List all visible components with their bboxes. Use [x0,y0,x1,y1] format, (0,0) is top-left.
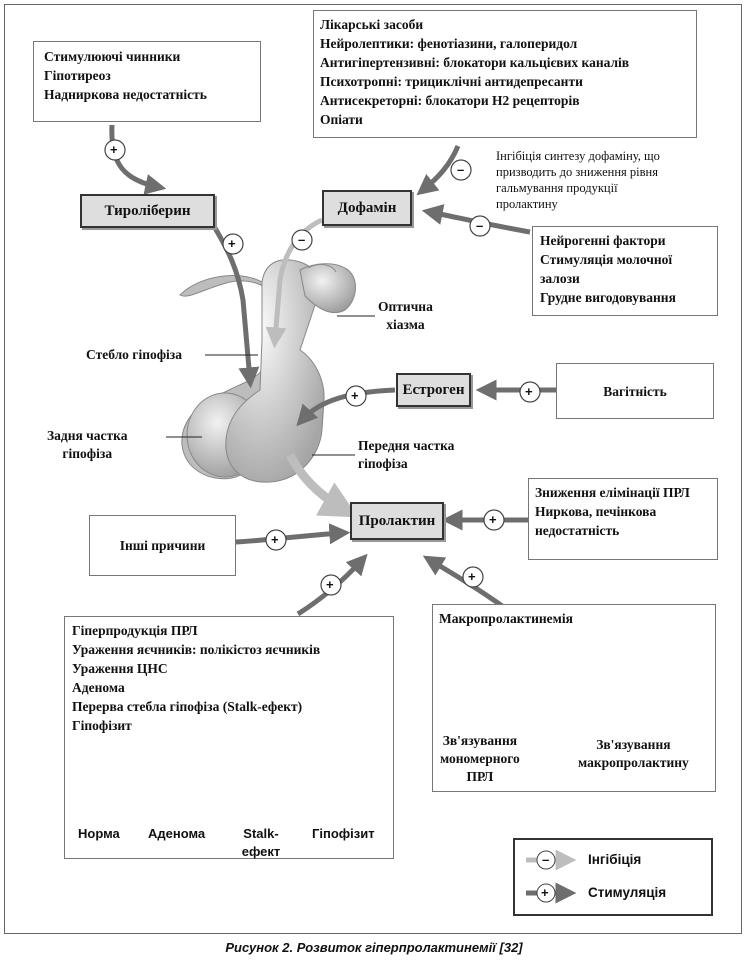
macroprolactinemia-box: Макропролактинемія [432,604,716,792]
trh-box: Тироліберин [80,194,215,228]
legend-box [513,838,713,916]
neuro-line-2: Стимуляція молочної [540,252,673,267]
pituitary-stalk-label: Стебло гіпофіза [86,347,182,362]
hyper-line-2: Ураження яєчників: полікістоз яєчників [72,642,321,657]
hyper-line-1: Гіперпродукція ПРЛ [72,623,198,638]
elimination-line-2: Ниркова, печінкова [535,504,657,519]
optic-chiasm-label: Оптична хіазма [378,298,433,334]
optic-line-2: хіазма [386,317,425,332]
hyper-line-4: Аденома [72,680,125,695]
anterior-line-1: Передня частка [358,438,455,453]
hyper-line-3: Ураження ЦНС [72,661,168,676]
anterior-line-2: гіпофіза [358,456,408,471]
anterior-lobe-label: Передня частка гіпофіза [358,437,454,473]
pregnancy-label: Вагітність [603,383,667,399]
note-line-1: Інгібіція синтезу дофаміну, що [496,149,660,163]
monomer-line-1: Зв'язування [442,733,518,748]
figure-caption: Рисунок 2. Розвиток гіперпролактинемії [… [225,940,523,955]
neuro-line-3: залози [540,271,580,286]
monomer-line-2: мономерного [440,751,520,766]
leader-lines [166,315,375,456]
minus-sign-dopamine: – [298,232,306,247]
note-line-4: пролактину [496,197,558,211]
pituitary-gland [179,259,356,483]
optic-line-1: Оптична [378,299,433,314]
macro-line-1: Зв'язування [596,737,671,752]
legend-minus-sign: – [542,852,550,867]
posterior-line-2: гіпофіза [62,446,113,461]
drugs-line-4: Психотропні: трициклічні антидепресанти [320,74,583,89]
legend-stimulation-label: Стимуляція [588,885,667,900]
adrenal-insufficiency-line: Надниркова недостатність [44,87,207,102]
other-causes-label: Інші причини [119,538,206,553]
drugs-line-2: Нейролептики: фенотіазини, галоперидол [320,36,578,51]
plus-sign-macro: + [468,569,476,584]
neurogenic-factors-box: Нейрогенні фактори Стимуляція молочної з… [532,226,718,316]
drugs-line-5: Антисекреторні: блокатори Н2 рецепторів [320,93,580,108]
neuro-line-4: Грудне вигодовування [540,290,676,305]
prolactin-box: Пролактин [350,502,444,540]
drugs-box: Лікарські засоби Нейролептики: фенотіази… [313,10,697,138]
note-line-2: призводить до зниження рівня [496,165,658,179]
drugs-line-1: Лікарські засоби [320,17,424,32]
plus-sign-trh: + [228,236,236,251]
elimination-box: Зниження елімінації ПРЛ Ниркова, печінко… [528,478,718,560]
macro-line-2: макропролактину [578,755,689,770]
elimination-line-1: Зниження елімінації ПРЛ [535,485,690,500]
plus-sign-elimination: + [489,512,497,527]
hyperproduction-box: Гіперпродукція ПРЛ Ураження яєчників: по… [64,616,394,859]
plus-sign-estrogen: + [351,388,359,403]
legend-graphics [526,849,577,904]
dopamine-inhibition-note: Інгібіція синтезу дофаміну, що призводит… [496,148,660,212]
macro-binding-caption: Зв'язування макропролактину [578,736,689,772]
thumb-label-hypophysitis: Гіпофізит [312,826,375,841]
pregnancy-box: Вагітність [556,363,714,419]
stimulating-factors-line: Стимулюючі чинники [44,49,181,64]
thumb-label-stalk: Stalk-ефект [241,826,281,859]
estrogen-box: Естроген [396,373,471,407]
plus-sign-other: + [271,532,279,547]
hyper-line-5: Перерва стебла гіпофіза (Stalk-ефект) [72,699,303,714]
monomer-binding-caption: Зв'язування мономерного ПРЛ [440,732,520,786]
thumb-label-adenoma: Аденома [148,826,206,841]
minus-sign-drugs: – [457,162,465,177]
elimination-line-3: недостатність [535,523,620,538]
posterior-lobe-label: Задня частка гіпофіза [47,427,127,463]
hypothyroidism-line: Гіпотиреоз [44,68,111,83]
minus-sign-neuro: – [476,218,484,233]
plus-sign-stimulants: + [110,142,118,157]
plus-sign-hyper: + [326,577,334,592]
hyper-line-6: Гіпофізит [72,718,132,733]
figure-frame [4,4,742,934]
drugs-line-6: Опіати [320,112,363,127]
drugs-line-3: Антигіпертензивні: блокатори кальцієвих … [320,55,630,70]
other-causes-box: Інші причини [89,515,236,576]
macro-title: Макропролактинемія [439,611,573,626]
dopamine-box: Дофамін [322,190,412,226]
thumb-label-normal: Норма [78,826,120,841]
note-line-3: гальмування продукції [496,181,618,195]
posterior-line-1: Задня частка [47,428,128,443]
legend-plus-sign: + [541,885,549,900]
legend-inhibition-label: Інгібіція [588,852,642,867]
neuro-line-1: Нейрогенні фактори [540,233,666,248]
plus-sign-pregnancy: + [525,384,533,399]
stimulating-factors-box: Стимулюючі чинники Гіпотиреоз Надниркова… [33,41,261,122]
monomer-line-3: ПРЛ [466,769,494,784]
sign-circles [104,139,541,596]
